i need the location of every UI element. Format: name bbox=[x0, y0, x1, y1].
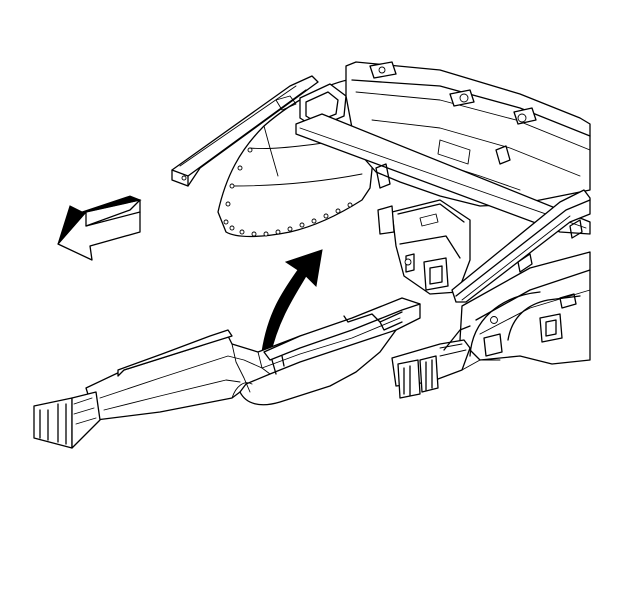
right-front-rail-stub bbox=[391, 325, 471, 399]
strut-tower-wheelhouse-panel bbox=[171, 75, 377, 238]
spot-weld-holes bbox=[223, 147, 353, 237]
connector-line bbox=[461, 359, 501, 371]
dash-cowl-structure bbox=[295, 61, 591, 235]
installation-arrow-icon bbox=[261, 249, 323, 357]
inner-apron-bracket bbox=[377, 199, 471, 295]
front-frame-rail bbox=[33, 297, 421, 449]
front-direction-arrow-icon bbox=[57, 195, 142, 261]
